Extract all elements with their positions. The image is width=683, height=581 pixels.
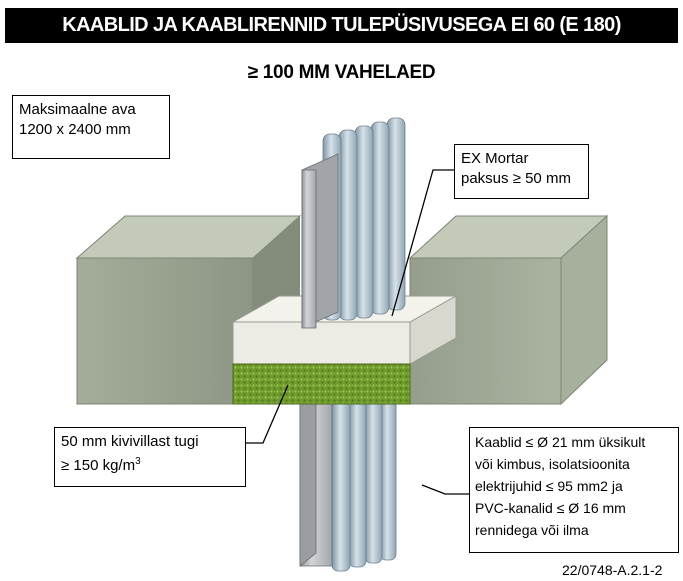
- callout-max-opening-line1: Maksimaalne ava: [19, 101, 136, 118]
- subtitle: ≥ 100 MM VAHELAED: [247, 62, 436, 83]
- callout-wool-support-line2-wrap: ≥ 150 kg/m3: [61, 452, 239, 476]
- callout-cables-line4: PVC-kanalid ≤ Ø 16 mm: [475, 500, 626, 516]
- title-bar: KAABLID JA KAABLIRENNID TULEPÜSIVUSEGA E…: [5, 8, 678, 43]
- callout-wool-support-line2: ≥ 150 kg/m: [61, 457, 136, 474]
- callout-mortar-line1: EX Mortar: [461, 150, 529, 167]
- callout-max-opening-line2: 1200 x 2400 mm: [19, 121, 131, 138]
- reference-code: 22/0748-A.2.1-2: [562, 562, 663, 578]
- lower-cable-bundle: [299, 382, 397, 572]
- callout-cables-line5: rennidega või ilma: [475, 522, 589, 538]
- callout-cables-line2: või kimbus, isolatsioonita: [475, 456, 630, 472]
- callout-cables-line1: Kaablid ≤ Ø 21 mm üksikult: [475, 434, 646, 450]
- callout-wool-support: 50 mm kivivillast tugi ≥ 150 kg/m3: [54, 427, 246, 487]
- callout-cables: Kaablid ≤ Ø 21 mm üksikult või kimbus, i…: [469, 427, 679, 553]
- callout-wool-support-line1: 50 mm kivivillast tugi: [61, 433, 199, 450]
- callout-cables-line3: elektrijuhid ≤ 95 mm2 ja: [475, 478, 623, 494]
- leader-lines: [246, 169, 469, 495]
- callout-mortar: EX Mortar paksus ≥ 50 mm: [454, 144, 589, 199]
- callout-wool-support-sup: 3: [135, 456, 141, 467]
- callout-mortar-line2: paksus ≥ 50 mm: [461, 170, 571, 187]
- upper-cable-bundle: [301, 117, 406, 329]
- callout-max-opening: Maksimaalne ava 1200 x 2400 mm: [12, 95, 170, 159]
